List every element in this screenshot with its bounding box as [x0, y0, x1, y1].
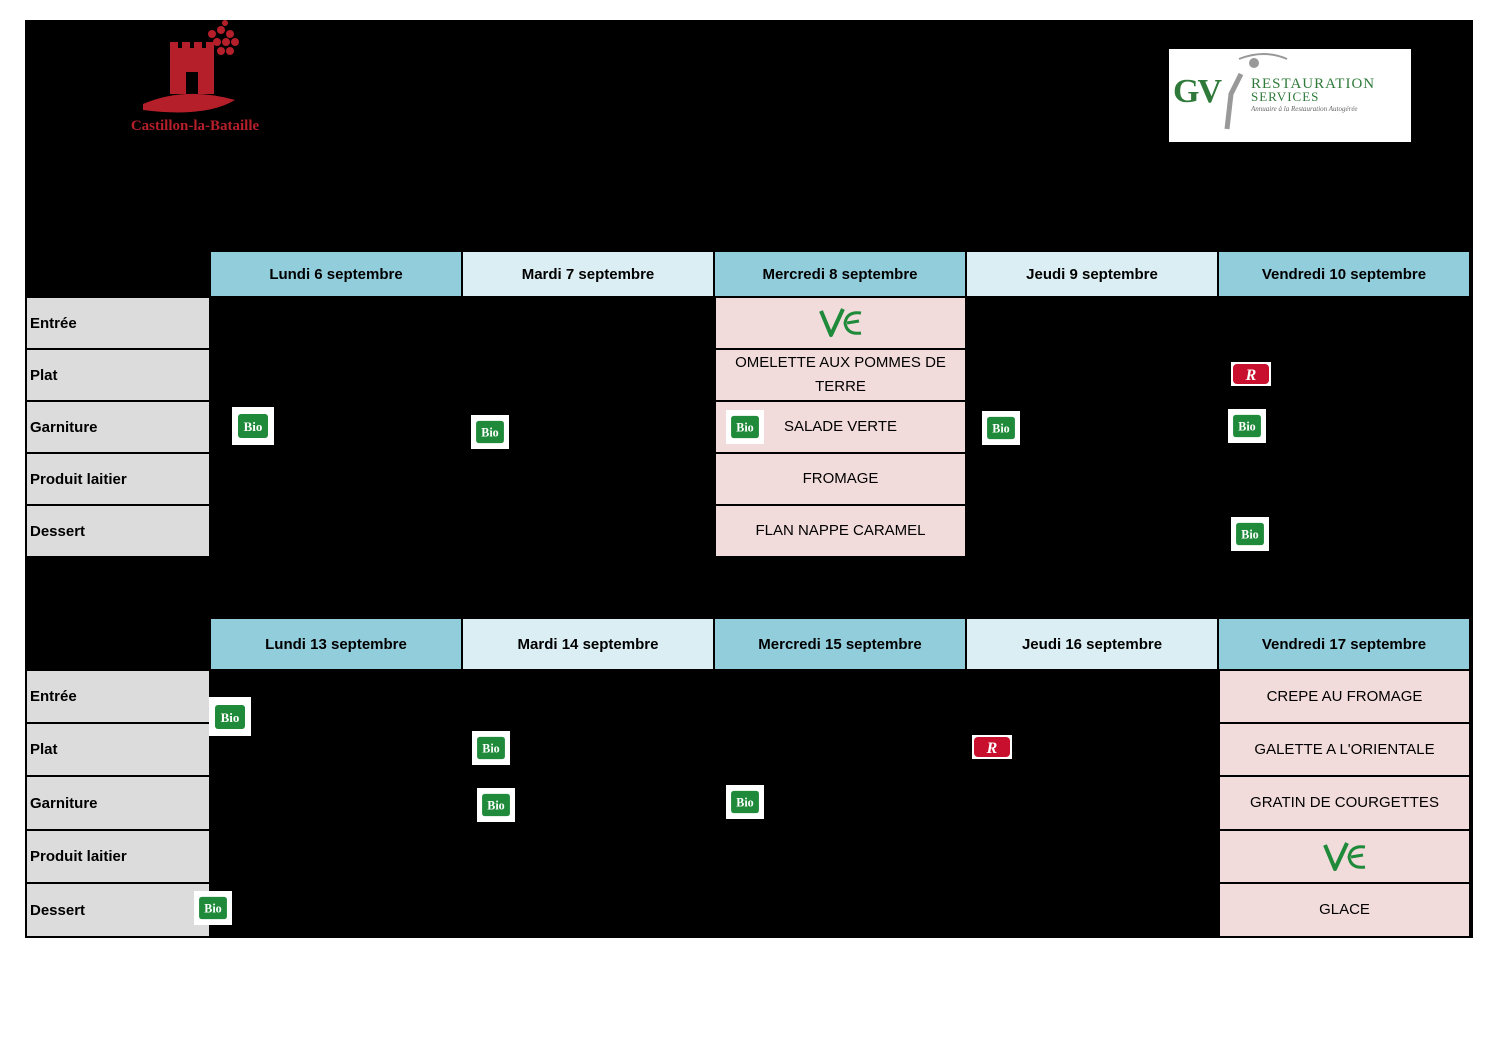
label-rouge-icon: R — [1231, 362, 1271, 386]
svg-text:Bio: Bio — [736, 796, 753, 810]
vegetarian-icon — [818, 308, 861, 337]
svg-text:Bio: Bio — [221, 710, 240, 725]
week1-day-2: Mardi 7 septembre — [462, 251, 714, 297]
week2-day-3: Mercredi 15 septembre — [714, 618, 966, 670]
week1-row-label-garniture: Garniture — [26, 401, 210, 453]
castillon-logo-text: Castillon-la-Bataille — [130, 118, 260, 134]
svg-text:Bio: Bio — [1241, 528, 1258, 542]
bio-icon: Bio — [726, 785, 764, 819]
week1-row-label-entree: Entrée — [26, 297, 210, 349]
week2-fri-produit-laitier — [1219, 830, 1470, 883]
bio-icon: Bio — [472, 731, 510, 765]
svg-text:Bio: Bio — [1238, 420, 1255, 434]
svg-text:Bio: Bio — [736, 421, 753, 435]
bio-icon: Bio — [209, 697, 251, 736]
week1-day-5: Vendredi 10 septembre — [1218, 251, 1470, 297]
bio-icon: Bio — [194, 891, 232, 925]
bio-icon: Bio — [471, 415, 509, 449]
svg-text:Bio: Bio — [992, 422, 1009, 436]
week2-fri-garniture: GRATIN DE COURGETTES — [1219, 776, 1470, 830]
week2-day-4: Jeudi 16 septembre — [966, 618, 1218, 670]
week2-row-label-produit-laitier: Produit laitier — [26, 830, 210, 883]
week2-row-label-entree: Entrée — [26, 670, 210, 723]
bio-icon: Bio — [1231, 517, 1269, 551]
week1-day-3: Mercredi 8 septembre — [714, 251, 966, 297]
week1-wed-produit-laitier: FROMAGE — [715, 453, 966, 505]
gv-letters: GV — [1173, 73, 1222, 110]
svg-text:Bio: Bio — [481, 426, 498, 440]
svg-text:R: R — [1245, 367, 1257, 384]
gv-title: RESTAURATION — [1251, 76, 1376, 92]
week1-day-4: Jeudi 9 septembre — [966, 251, 1218, 297]
gv-subtitle: SERVICES — [1251, 89, 1320, 104]
svg-text:R: R — [986, 740, 998, 757]
bio-icon: Bio — [232, 407, 274, 445]
week1-row-label-dessert: Dessert — [26, 505, 210, 557]
week2-row-label-garniture: Garniture — [26, 776, 210, 830]
week2-day-5: Vendredi 17 septembre — [1218, 618, 1470, 670]
week2-row-label-plat: Plat — [26, 723, 210, 776]
bio-icon: Bio — [1228, 409, 1266, 443]
castle-icon — [143, 20, 239, 113]
week2-fri-dessert: GLACE — [1219, 883, 1470, 937]
svg-text:Bio: Bio — [244, 419, 263, 434]
vegetarian-icon — [1322, 841, 1365, 871]
week1-wed-plat: OMELETTE AUX POMMES DE TERRE — [715, 349, 966, 401]
castillon-logo: Castillon-la-Bataille — [95, 20, 295, 138]
gv-restauration-logo: GV RESTAURATION SERVICES Annuaire à la R… — [1169, 49, 1411, 142]
gv-figure-icon — [1224, 53, 1288, 130]
svg-text:Bio: Bio — [487, 799, 504, 813]
svg-text:Bio: Bio — [204, 902, 221, 916]
week2-day-2: Mardi 14 septembre — [462, 618, 714, 670]
bio-icon: Bio — [726, 410, 764, 444]
svg-text:Bio: Bio — [482, 742, 499, 756]
week2-row-label-dessert: Dessert — [26, 883, 210, 937]
week2-fri-plat: GALETTE A L'ORIENTALE — [1219, 723, 1470, 776]
bio-icon: Bio — [477, 788, 515, 822]
week2-day-1: Lundi 13 septembre — [210, 618, 462, 670]
week2-fri-entree: CREPE AU FROMAGE — [1219, 670, 1470, 723]
week1-row-label-plat: Plat — [26, 349, 210, 401]
week1-day-1: Lundi 6 septembre — [210, 251, 462, 297]
label-rouge-icon: R — [972, 735, 1012, 759]
gv-tagline: Annuaire à la Restauration Autogérée — [1251, 105, 1358, 113]
bio-icon: Bio — [982, 411, 1020, 445]
week1-wed-entree — [715, 297, 966, 349]
week1-wed-dessert: FLAN NAPPE CARAMEL — [715, 505, 966, 557]
week1-row-label-produit-laitier: Produit laitier — [26, 453, 210, 505]
